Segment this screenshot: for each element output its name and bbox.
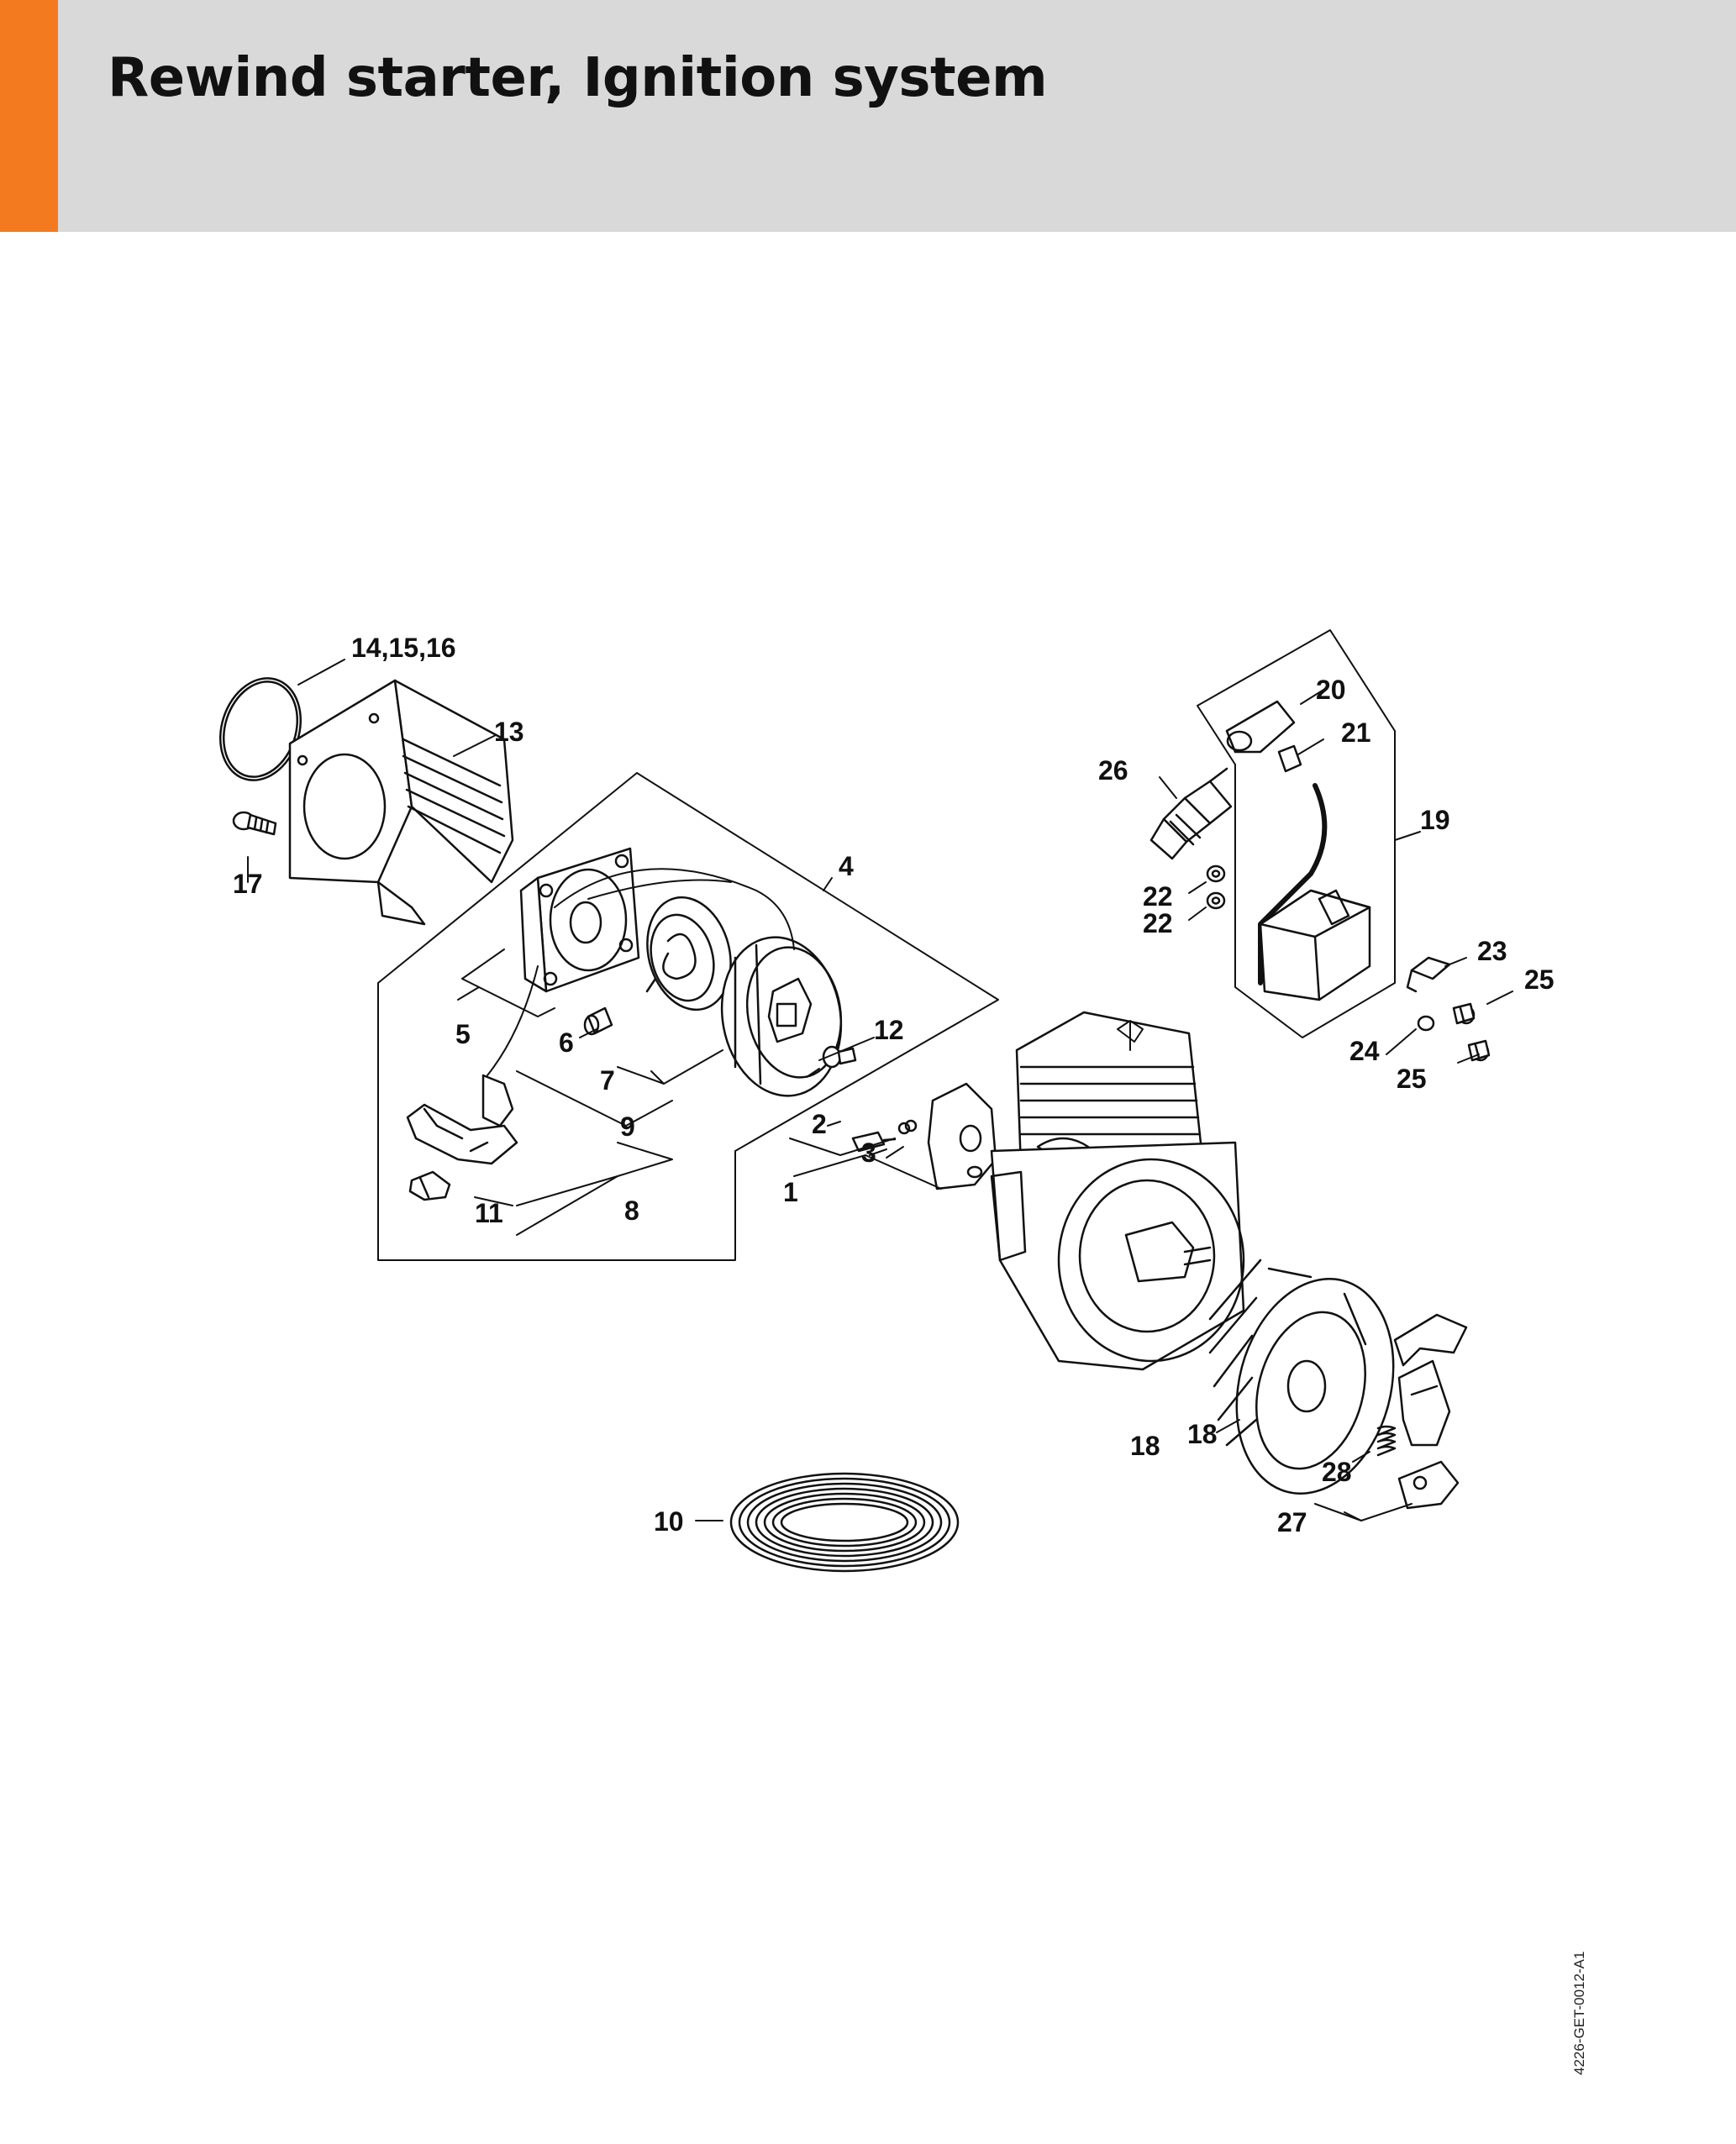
callout-8: 8	[624, 1195, 639, 1226]
callout-9: 9	[620, 1111, 635, 1142]
callout-21: 21	[1341, 717, 1371, 748]
callout-10: 10	[654, 1506, 684, 1537]
rewind-spring-cassette	[645, 896, 732, 1012]
callout-22-lower: 22	[1143, 908, 1173, 938]
ignition-group-outline	[1197, 629, 1396, 1038]
callout-24: 24	[1349, 1036, 1380, 1066]
flywheel	[1208, 1259, 1395, 1495]
callout-18-right: 18	[1187, 1419, 1218, 1449]
spark-plug-boot	[1225, 700, 1296, 754]
leader-lines	[247, 659, 1513, 1521]
engine-block	[990, 1011, 1245, 1371]
callout-5: 5	[455, 1019, 471, 1049]
pawl-carrier	[927, 1082, 997, 1190]
washer-22-lower	[1206, 891, 1226, 910]
callout-17: 17	[233, 869, 263, 899]
ignition-module	[1259, 889, 1371, 1001]
spark-plug	[1149, 767, 1233, 860]
pawl-spring	[897, 1119, 918, 1135]
callout-14-16: 14,15,16	[351, 633, 456, 663]
callout-27: 27	[1277, 1507, 1307, 1537]
callout-12: 12	[874, 1015, 904, 1045]
ignition-lead	[1258, 783, 1328, 985]
pawl-cover	[1393, 1313, 1468, 1367]
document-code: 4226-GET-0012-A1	[1571, 1951, 1587, 2075]
starter-group-outline	[377, 772, 999, 1261]
boot-spring	[1277, 744, 1302, 773]
starter-rope-upper	[587, 879, 732, 900]
washer-24	[1417, 1015, 1435, 1032]
pawl-27	[1397, 1460, 1460, 1510]
rope-rotor	[720, 936, 843, 1097]
callout-25-upper: 25	[1524, 964, 1555, 995]
callout-20: 20	[1316, 675, 1346, 705]
bushing-6	[583, 1006, 613, 1036]
contact-spring	[1406, 956, 1451, 993]
screw-25-upper	[1452, 1002, 1476, 1025]
page-title: Rewind starter, Ignition system	[108, 47, 1048, 109]
pawl-bracket	[1397, 1359, 1451, 1447]
callout-28: 28	[1322, 1457, 1352, 1487]
callout-26: 26	[1098, 755, 1128, 786]
callout-18-left: 18	[1130, 1431, 1160, 1461]
callout-13: 13	[494, 717, 524, 747]
callout-4: 4	[839, 851, 854, 881]
grip-insert	[408, 1170, 451, 1201]
rewind-spring-coil	[729, 1472, 960, 1573]
starter-grip	[406, 1074, 518, 1165]
callout-22-upper: 22	[1143, 881, 1173, 912]
header-band	[0, 0, 1736, 232]
screw-17	[232, 811, 277, 836]
callout-7: 7	[600, 1065, 615, 1096]
callout-3: 3	[861, 1138, 876, 1168]
callout-25-lower: 25	[1397, 1064, 1427, 1094]
pawl-spring-28	[1376, 1425, 1397, 1457]
accent-bar	[0, 0, 58, 232]
callout-6: 6	[559, 1027, 574, 1058]
callout-11: 11	[475, 1198, 503, 1228]
callout-19: 19	[1420, 805, 1450, 835]
callout-2: 2	[812, 1109, 827, 1139]
fan-housing-cover	[288, 679, 514, 926]
starter-rope	[487, 868, 795, 1076]
rotor-screw	[822, 1045, 857, 1069]
callout-23: 23	[1477, 936, 1507, 966]
callout-1: 1	[783, 1177, 798, 1207]
washer-22-upper	[1206, 864, 1226, 883]
starter-housing	[519, 847, 640, 993]
